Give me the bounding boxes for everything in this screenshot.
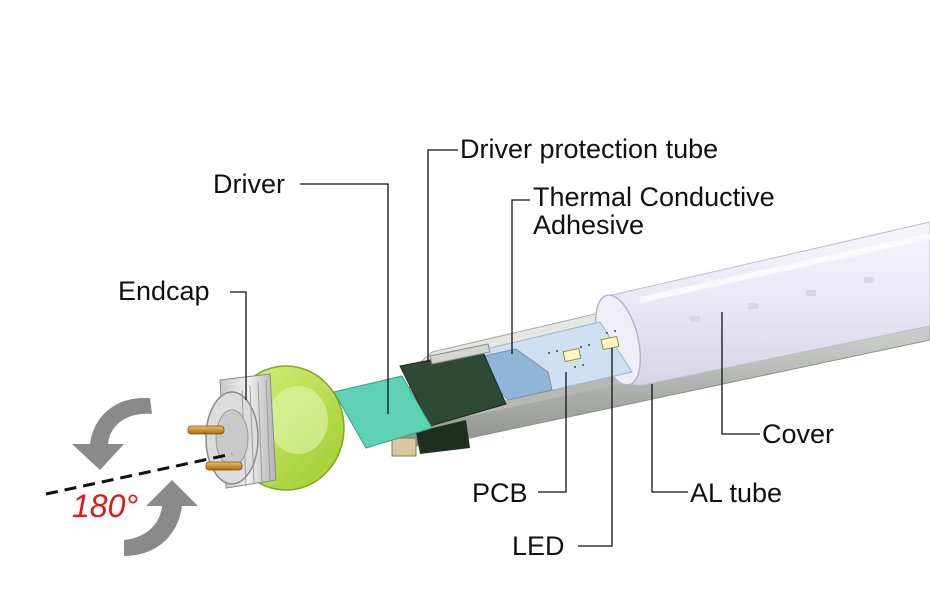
leader-endcap [230, 291, 247, 400]
label-driver: Driver [213, 169, 285, 199]
leader-led [578, 348, 613, 547]
endcap [205, 365, 345, 491]
cover-led-dots [690, 277, 874, 322]
label-al-tube: AL tube [690, 478, 783, 508]
label-thermal-adhesive-line1: Thermal Conductive [533, 182, 775, 212]
driver-protection-tube [391, 343, 507, 457]
rotation-arrow-bottom [124, 480, 198, 556]
label-thermal-adhesive-line2: Adhesive [533, 210, 645, 240]
label-endcap: Endcap [118, 276, 210, 306]
label-pcb: PCB [472, 478, 528, 508]
leader-pcb [538, 372, 567, 493]
led-chips [562, 335, 620, 363]
rotation-angle-label: 180° [72, 488, 139, 524]
label-driver-protection-tube: Driver protection tube [460, 134, 719, 164]
label-cover: Cover [762, 419, 835, 449]
rotation-axis-line [45, 452, 233, 496]
leader-lines [230, 149, 760, 547]
endcap-pins [187, 425, 243, 471]
leader-thermal-adhesive [511, 199, 530, 354]
pcb-pads [548, 330, 616, 368]
rotation-arrow-top [72, 397, 152, 470]
leader-driver-protection-tube [427, 149, 458, 362]
leader-driver [300, 183, 389, 414]
leader-cover [721, 312, 760, 435]
leader-al-tube [651, 384, 688, 493]
driver-board [333, 375, 433, 449]
label-led: LED [512, 531, 565, 561]
